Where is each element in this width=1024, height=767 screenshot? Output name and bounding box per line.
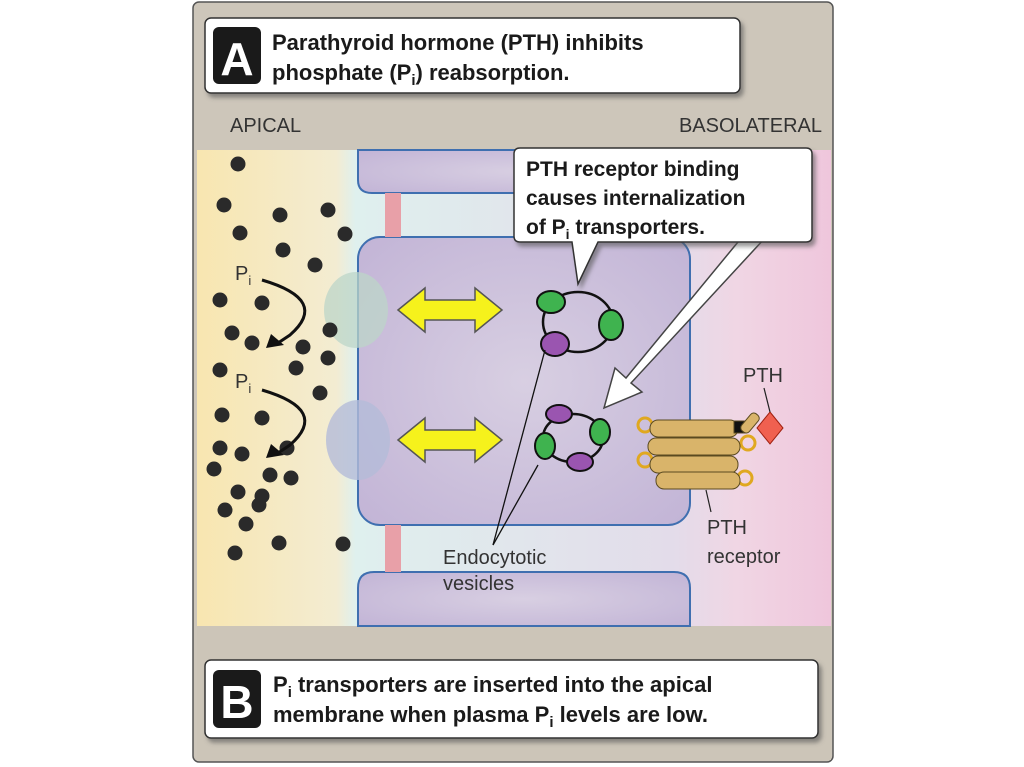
double-arrow-1 bbox=[396, 286, 504, 334]
phosphate-particle bbox=[272, 207, 288, 223]
endocytotic-label-1: Endocytotic bbox=[443, 547, 546, 569]
phosphate-particle bbox=[206, 461, 222, 477]
phosphate-particle bbox=[295, 339, 311, 355]
phosphate-particle bbox=[262, 467, 278, 483]
pi-label-2: Pi bbox=[235, 371, 251, 396]
phosphate-particle bbox=[312, 385, 328, 401]
phosphate-particle bbox=[217, 502, 233, 518]
receptor-pointer bbox=[705, 489, 712, 513]
callout-line3: of Pi transporters. bbox=[526, 216, 705, 242]
phosphate-particle bbox=[227, 545, 243, 561]
pth-receptor-label-1: PTH bbox=[707, 517, 747, 539]
panel-b-line2: membrane when plasma Pi levels are low. bbox=[273, 702, 708, 731]
panel-b-box bbox=[204, 659, 819, 739]
double-arrow-2 bbox=[396, 416, 504, 464]
callout-box bbox=[513, 147, 813, 287]
phosphate-particle bbox=[216, 197, 232, 213]
phosphate-particle bbox=[271, 535, 287, 551]
phosphate-particle bbox=[212, 362, 228, 378]
vesicle-pointer-2 bbox=[492, 464, 539, 546]
phosphate-particle bbox=[307, 257, 323, 273]
panel-b-letter: B bbox=[220, 676, 253, 728]
panel-a-line2: phosphate (Pi) reabsorption. bbox=[272, 60, 570, 89]
pi-curved-arrow-1 bbox=[261, 278, 307, 345]
callout-line1: PTH receptor binding bbox=[526, 158, 740, 181]
phosphate-particle bbox=[275, 242, 291, 258]
panel-a-badge bbox=[213, 27, 261, 84]
phosphate-particle bbox=[212, 440, 228, 456]
endocytotic-label-2: vesicles bbox=[443, 573, 514, 595]
phosphate-particle bbox=[230, 156, 246, 172]
pi-label-1: Pi bbox=[235, 263, 251, 288]
phosphate-particle bbox=[224, 325, 240, 341]
pth-pointer bbox=[763, 387, 771, 413]
phosphate-particle bbox=[254, 295, 270, 311]
pth-hormone-icon bbox=[756, 411, 784, 445]
phosphate-particle bbox=[320, 350, 336, 366]
phosphate-particle bbox=[212, 292, 228, 308]
phosphate-particle bbox=[232, 225, 248, 241]
pi-arrowhead-1 bbox=[266, 334, 284, 348]
phosphate-particle bbox=[238, 516, 254, 532]
phosphate-particle bbox=[283, 470, 299, 486]
phosphate-particle bbox=[244, 335, 260, 351]
internalization-arrow bbox=[602, 223, 767, 410]
phosphate-particle bbox=[230, 484, 246, 500]
cell-bottom bbox=[357, 571, 691, 627]
tight-junction-top bbox=[385, 193, 401, 237]
pi-transporter-apical-2 bbox=[326, 400, 390, 480]
phosphate-particle bbox=[335, 536, 351, 552]
phosphate-particle bbox=[322, 322, 338, 338]
pi-transporter-apical-1 bbox=[324, 272, 388, 348]
panel-a-box bbox=[204, 17, 741, 94]
endocytotic-vesicle-1 bbox=[536, 290, 624, 357]
phosphate-particle bbox=[254, 410, 270, 426]
vesicle-pointer-1 bbox=[492, 349, 546, 546]
phosphate-particle bbox=[234, 446, 250, 462]
callout-line2: causes internalization bbox=[526, 187, 745, 210]
pi-arrowhead-2 bbox=[266, 444, 284, 458]
basolateral-label: BASOLATERAL bbox=[679, 115, 822, 137]
panel-b-badge bbox=[213, 670, 261, 728]
pth-label: PTH bbox=[743, 365, 783, 387]
panel-a-letter: A bbox=[220, 33, 253, 85]
phosphate-particle bbox=[320, 202, 336, 218]
phosphate-particle bbox=[214, 407, 230, 423]
pth-receptor-icon bbox=[636, 412, 760, 490]
endocytotic-vesicle-2 bbox=[534, 404, 611, 472]
tight-junction-bottom bbox=[385, 525, 401, 572]
phosphate-particle bbox=[288, 360, 304, 376]
phosphate-particle bbox=[337, 226, 353, 242]
panel-a-line1: Parathyroid hormone (PTH) inhibits bbox=[272, 30, 644, 55]
cell-middle bbox=[357, 236, 691, 526]
phosphate-particle bbox=[251, 497, 267, 513]
apical-label: APICAL bbox=[230, 115, 301, 137]
pi-curved-arrow-2 bbox=[261, 388, 307, 455]
pth-receptor-label-2: receptor bbox=[707, 546, 781, 568]
panel-b-line1: Pi transporters are inserted into the ap… bbox=[273, 672, 712, 701]
